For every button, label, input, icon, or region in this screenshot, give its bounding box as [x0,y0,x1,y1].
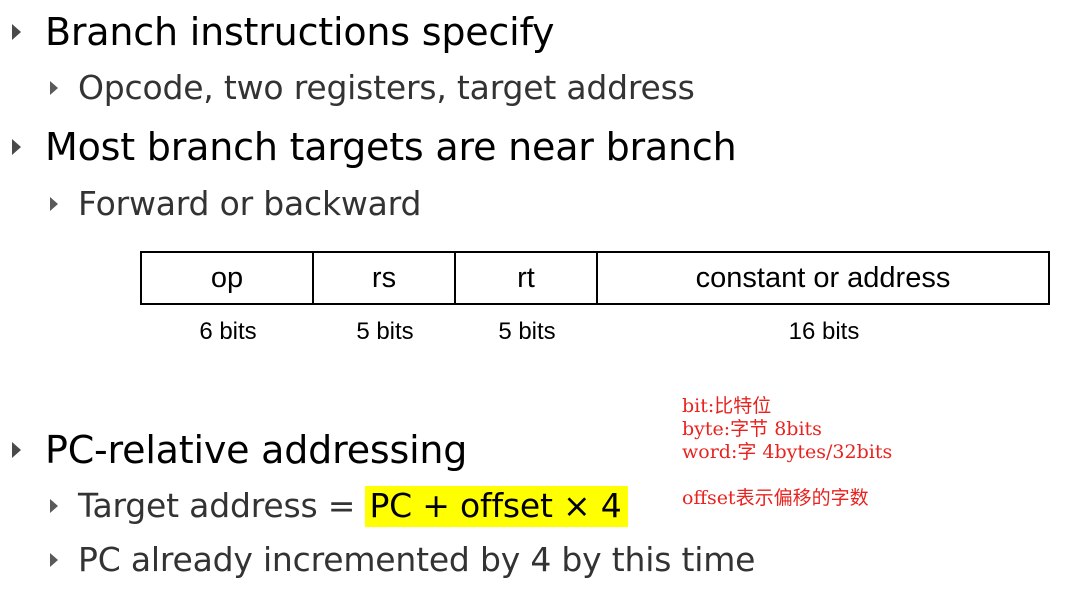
field-rs: rs [314,253,456,303]
subbullet-pc-incremented: PC already incremented by 4 by this time [50,540,755,579]
instruction-format-table: op rs rt constant or address [140,251,1050,305]
note-bit: bit:比特位 [682,395,772,417]
bullet-branch-targets: Most branch targets are near branch [12,125,737,169]
bullet-text: Most branch targets are near branch [45,125,737,169]
note-byte: byte:字节 8bits [682,418,822,440]
bits-address: 16 bits [788,318,860,345]
bits-op: 6 bits [199,318,257,345]
bullet-arrow-icon [12,139,21,155]
bullet-arrow-icon [50,80,58,95]
bits-rs: 5 bits [356,318,414,345]
bullet-text: PC-relative addressing [45,428,468,472]
bullet-text: Target address = PC + offset × 4 [78,486,628,527]
bullet-arrow-icon [50,498,58,513]
formula-highlight: PC + offset × 4 [365,486,628,527]
bullet-text: PC already incremented by 4 by this time [78,540,756,579]
note-offset: offset表示偏移的字数 [682,487,869,509]
subbullet-forward-backward: Forward or backward [50,184,421,223]
field-constant-address: constant or address [695,261,951,294]
field-rt: rt [456,253,598,303]
bullet-text: Branch instructions specify [45,10,555,54]
bullet-text: Forward or backward [78,184,422,223]
bullet-arrow-icon [50,552,58,567]
bullet-arrow-icon [50,196,58,211]
subbullet-opcode: Opcode, two registers, target address [50,68,695,107]
bullet-branch-instructions: Branch instructions specify [12,10,554,54]
subbullet-target-address: Target address = PC + offset × 4 [50,486,628,527]
bullet-arrow-icon [12,442,21,458]
field-op: op [142,253,314,303]
note-word: word:字 4bytes/32bits [682,441,893,463]
bullet-arrow-icon [12,24,21,40]
formula-prefix: Target address = [78,486,366,525]
bits-rt: 5 bits [498,318,556,345]
bullet-pc-relative: PC-relative addressing [12,428,467,472]
bullet-text: Opcode, two registers, target address [78,68,695,107]
